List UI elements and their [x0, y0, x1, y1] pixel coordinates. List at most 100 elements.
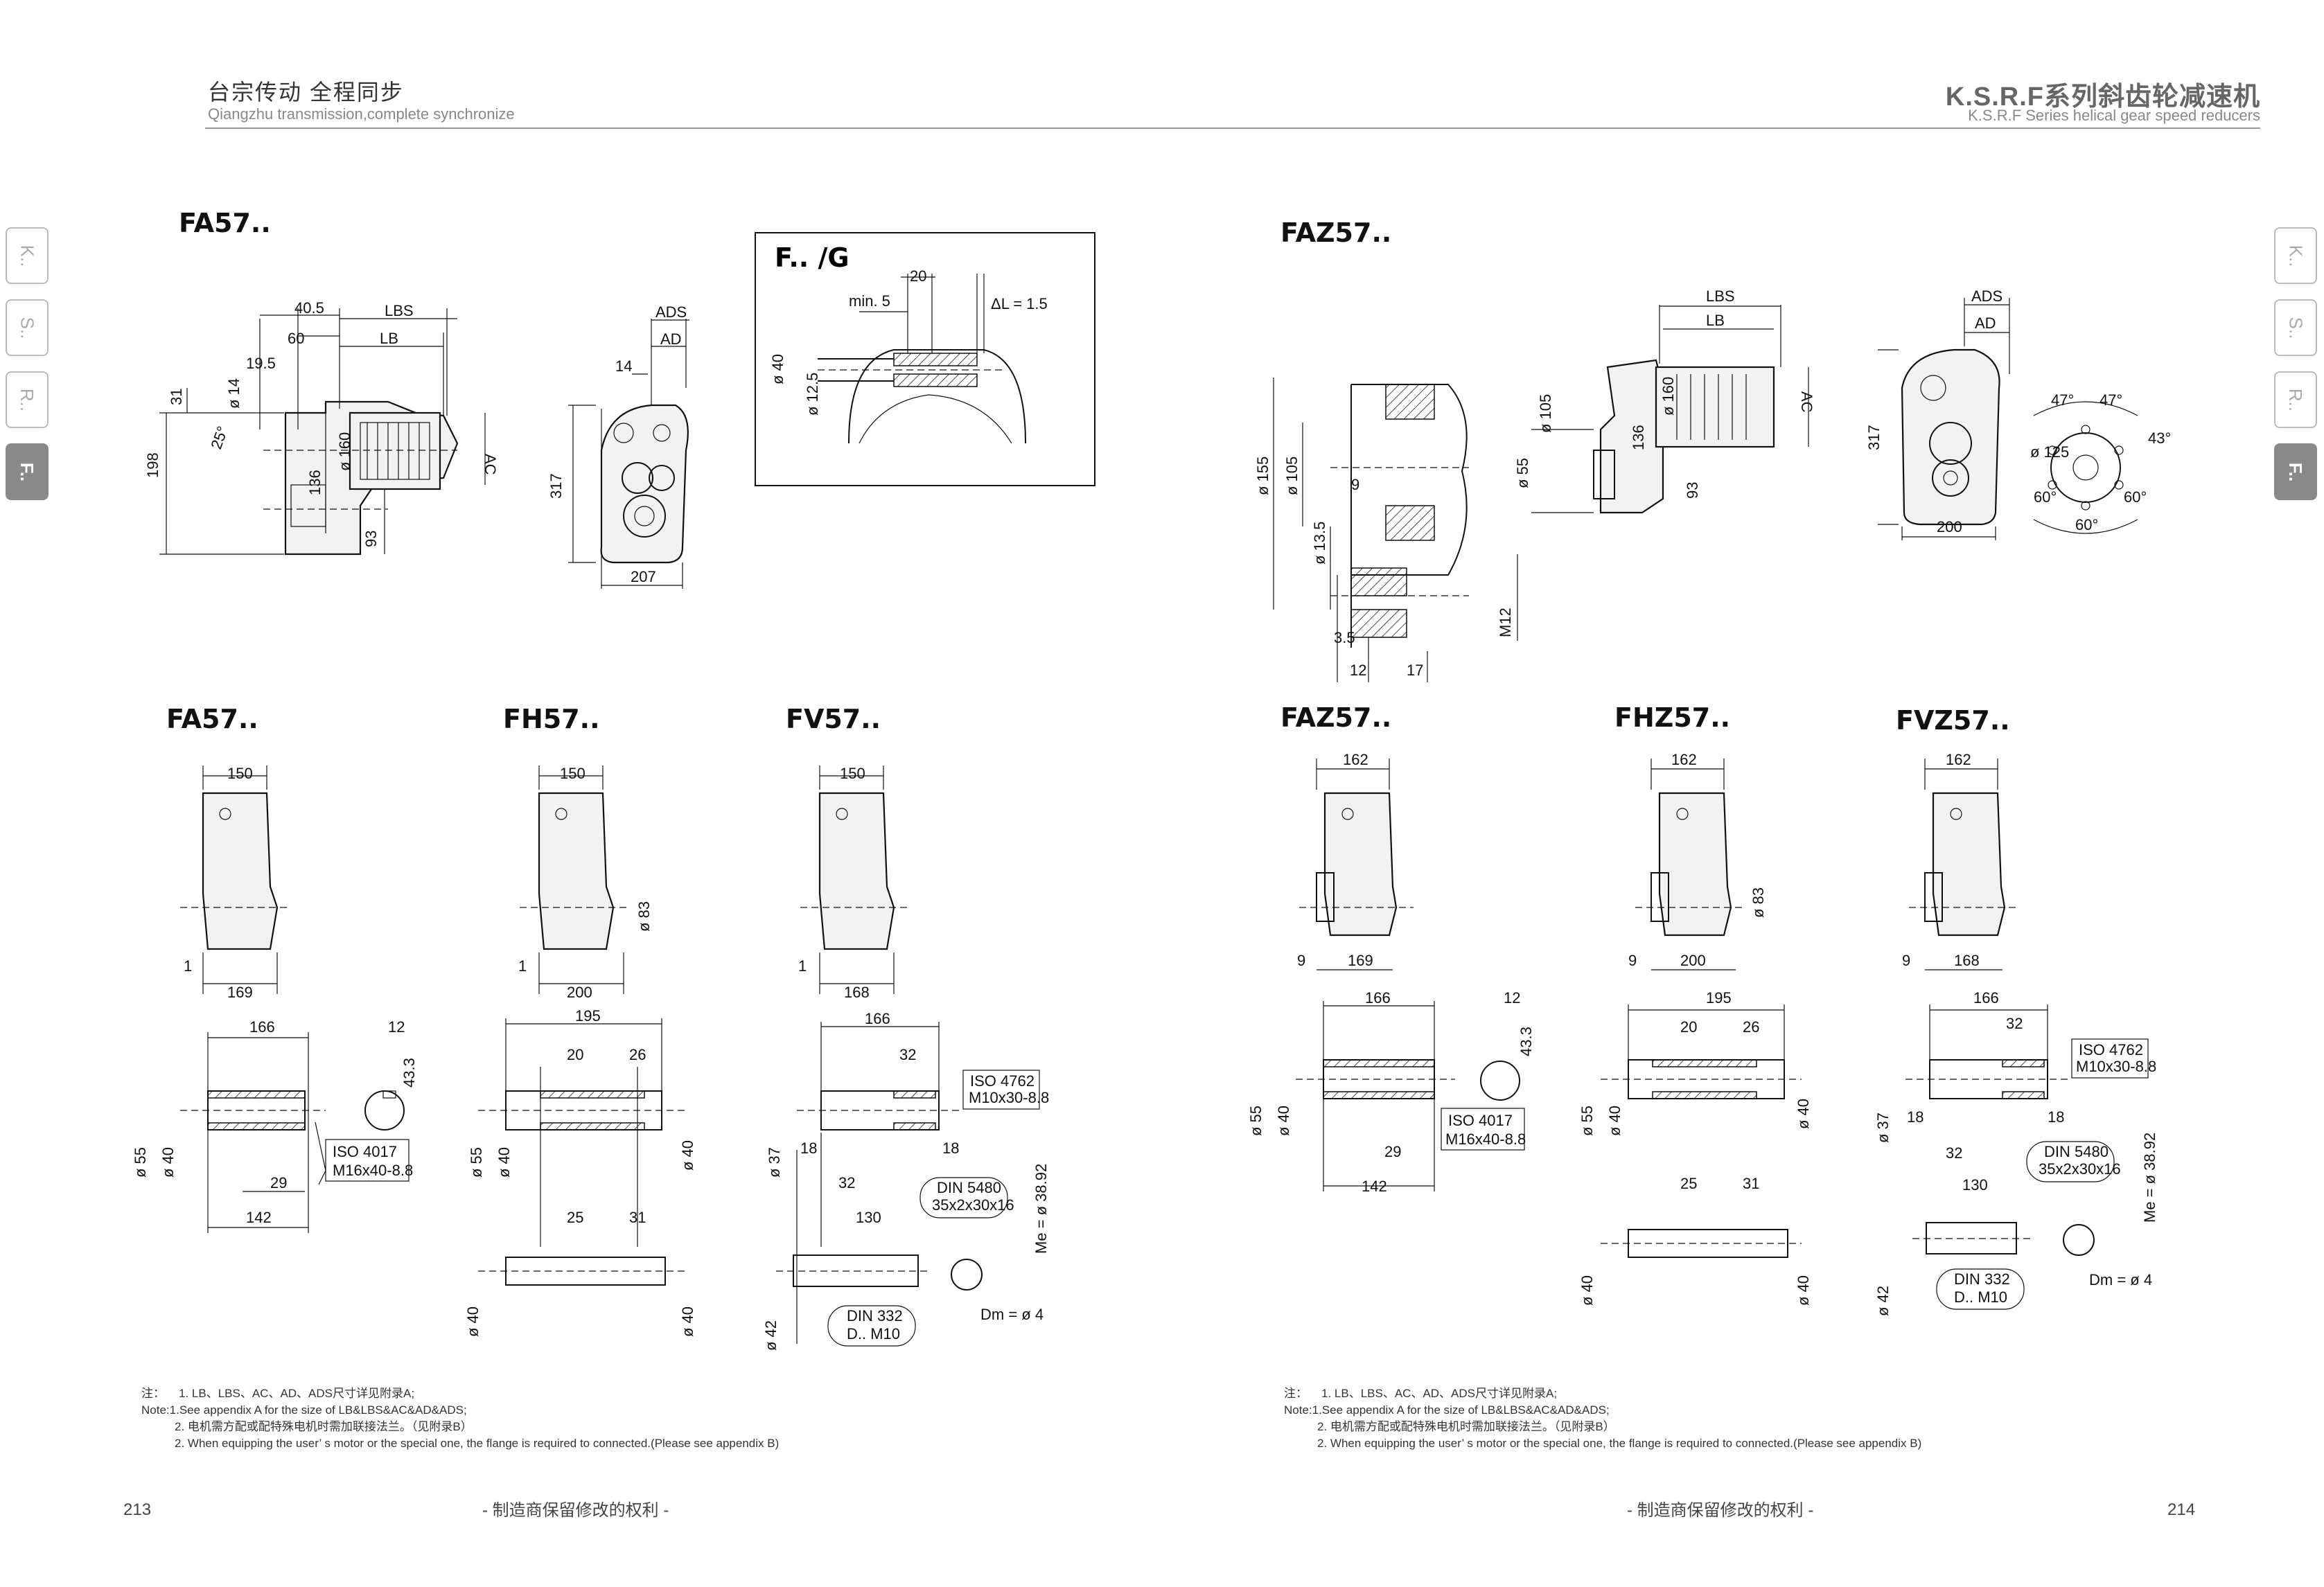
dim-m10-fvz: M10x30-8.8 [2076, 1058, 2156, 1075]
page-number-right: 214 [2167, 1500, 2196, 1519]
dim-43: 43° [2148, 429, 2171, 447]
page-number-left: 213 [123, 1500, 152, 1519]
tab-k-right[interactable]: K.. [2274, 227, 2317, 284]
dim-18-fvz: 18 [1907, 1108, 1924, 1126]
dim-spline-fv: 35x2x30x16 [932, 1196, 1014, 1214]
dim-phi83-fhz: ø 83 [1750, 887, 1767, 918]
fv57-shaft [776, 1022, 983, 1344]
dim-ac-fa: AC [482, 454, 499, 475]
tab-s-right[interactable]: S.. [2274, 299, 2317, 356]
dim-142-faz: 142 [1362, 1178, 1387, 1195]
dim-25deg: 25° [207, 424, 231, 452]
dim-din332-fv: DIN 332 [847, 1307, 903, 1324]
dim-dm-fvz: Dm = ø 4 [2089, 1271, 2152, 1288]
dim-162-fhz: 162 [1671, 751, 1697, 768]
dim-20-fhz: 20 [1680, 1018, 1697, 1036]
dim-14: 14 [615, 357, 632, 375]
header-right-title: K.S.R.F系列斜齿轮减速机 [1945, 82, 2260, 112]
dim-phi105-side: ø 105 [1537, 394, 1554, 433]
dim-20-fg: 20 [910, 267, 926, 285]
dim-m16-fa: M16x40-8.8 [333, 1162, 413, 1179]
fa57-front-view [568, 319, 689, 589]
dim-9-fvz: 9 [1902, 952, 1910, 969]
dim-phi55-fa: ø 55 [132, 1147, 149, 1178]
footer-rights-right: - 制造商保留修改的权利 - [1627, 1501, 1814, 1520]
dim-phi160-fa: ø 160 [336, 432, 353, 471]
dim-207: 207 [631, 568, 656, 585]
dim-31-fhz: 31 [1743, 1175, 1759, 1192]
dim-29-faz: 29 [1384, 1143, 1401, 1160]
tab-f-right[interactable]: F.. [2274, 443, 2317, 500]
tab-r-right[interactable]: R.. [2274, 371, 2317, 428]
dim-phi12-5: ø 12.5 [804, 373, 821, 416]
dim-93-fa: 93 [362, 531, 380, 547]
dim-29-fa: 29 [270, 1174, 287, 1191]
dim-din5480-fvz: DIN 5480 [2044, 1143, 2109, 1160]
tab-s[interactable]: S.. [6, 299, 49, 356]
footer-rights-left: - 制造商保留修改的权利 - [482, 1501, 669, 1520]
dim-phi105: ø 105 [1283, 456, 1301, 495]
dim-12-faz2: 12 [1504, 989, 1520, 1007]
tab-r[interactable]: R.. [6, 371, 49, 428]
dim-phi42-fvz: ø 42 [1874, 1286, 1892, 1316]
fg-box [755, 232, 1095, 486]
side-tabs-left: K.. S.. R.. F.. [6, 227, 49, 500]
dim-phi125: ø 125 [2030, 443, 2069, 461]
dim-phi40-fhz2: ø 40 [1795, 1099, 1812, 1129]
dim-9-faz2: 9 [1297, 952, 1305, 969]
dim-1-fv: 1 [798, 957, 807, 975]
dim-phi155: ø 155 [1254, 456, 1271, 495]
label-fh57: FH57.. [503, 704, 600, 734]
dim-317-faz: 317 [1865, 425, 1883, 450]
dim-phi40h6-fhz2: ø 40 [1795, 1275, 1812, 1306]
dim-ad-fa: AD [660, 330, 682, 348]
dim-32-fvz2: 32 [1946, 1144, 1962, 1162]
dim-min5: min. 5 [849, 292, 890, 310]
tab-f[interactable]: F.. [6, 443, 49, 500]
dim-dm-fv: Dm = ø 4 [980, 1306, 1044, 1323]
label-faz57: FAZ57.. [1280, 702, 1392, 733]
dim-ad-faz: AD [1975, 314, 1996, 332]
dim-iso4762-fv: ISO 4762 [970, 1072, 1035, 1090]
dim-phi40h6-fhz: ø 40 [1578, 1275, 1596, 1306]
dim-317-fa: 317 [547, 473, 565, 499]
fhz57-shaft [1601, 1004, 1802, 1258]
dim-spline-fvz: 35x2x30x16 [2039, 1160, 2121, 1178]
dim-m16-faz: M16x40-8.8 [1445, 1131, 1526, 1148]
dim-200-fhz: 200 [1680, 952, 1706, 969]
fa57-unit [180, 765, 291, 994]
dim-162-faz: 162 [1343, 751, 1368, 768]
dim-32-fv: 32 [899, 1046, 916, 1063]
fv-din332-box [827, 1305, 916, 1347]
dim-lb-fa: LB [380, 330, 398, 347]
label-fhz57: FHZ57.. [1614, 702, 1731, 733]
dim-60: 60 [288, 330, 304, 347]
fg-detail [818, 274, 1026, 444]
dim-phi40h6-fh: ø 40 [464, 1306, 482, 1337]
fvz57-unit [1909, 759, 2020, 970]
dim-19-5: 19.5 [246, 355, 276, 372]
header-left-cn: 台宗传动 全程同步 [208, 80, 404, 105]
dim-195-fhz: 195 [1706, 989, 1732, 1007]
tab-k[interactable]: K.. [6, 227, 49, 284]
faz57-section [1273, 378, 1518, 682]
dim-phi83-fh: ø 83 [635, 901, 653, 932]
header-rule [205, 127, 2260, 129]
dim-169-fa: 169 [227, 984, 253, 1001]
dim-168-fvz: 168 [1954, 952, 1980, 969]
dim-phi37-fv: ø 37 [766, 1147, 783, 1178]
dim-142-fa: 142 [246, 1209, 272, 1226]
dim-din332-fvz: DIN 332 [1954, 1270, 2010, 1288]
dim-lbs-faz: LBS [1706, 287, 1735, 305]
faz57-shaft [1296, 1001, 1520, 1191]
dim-phi14: ø 14 [225, 378, 243, 409]
dim-40-5: 40.5 [294, 299, 324, 317]
dim-phi40-fg: ø 40 [769, 354, 786, 384]
dim-32-fvz: 32 [2006, 1015, 2023, 1032]
dim-phi160-faz: ø 160 [1660, 377, 1677, 416]
dim-9-fhz: 9 [1628, 952, 1637, 969]
dim-47b: 47° [2099, 391, 2122, 409]
dim-dm10-fv: D.. M10 [847, 1325, 900, 1342]
fvz-iso-box [2071, 1038, 2149, 1079]
dim-43-3-faz: 43.3 [1517, 1027, 1535, 1056]
